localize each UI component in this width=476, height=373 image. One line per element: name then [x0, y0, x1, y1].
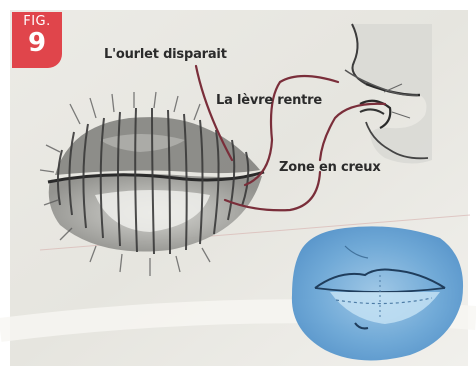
- figure-word: FIG.: [12, 15, 62, 29]
- annotation-zone-en-creux: Zone en creux: [279, 160, 381, 175]
- annotation-ourlet-disparait: L'ourlet disparait: [104, 47, 227, 62]
- figure-number-badge: FIG. 9: [12, 12, 62, 68]
- figure-number: 9: [12, 29, 62, 57]
- annotation-levre-rentre: La lèvre rentre: [216, 93, 322, 108]
